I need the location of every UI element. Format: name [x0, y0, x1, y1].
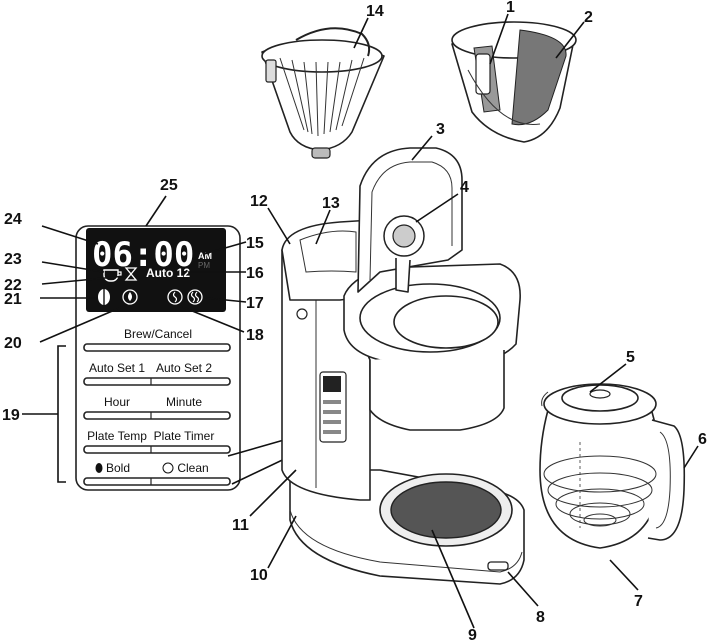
bracket-19	[57, 345, 66, 483]
plate-temp-label: Plate Temp	[87, 429, 147, 443]
callout-21: 21	[4, 291, 22, 308]
callout-24: 24	[4, 211, 22, 228]
callout-11: 11	[232, 517, 249, 534]
callout-3: 3	[436, 121, 445, 138]
plate-timer-label: Plate Timer	[154, 429, 215, 443]
brew-cancel-label: Brew/Cancel	[124, 327, 192, 341]
callout-22: 22	[4, 277, 22, 294]
callout-20: 20	[4, 335, 22, 352]
callout-2: 2	[584, 9, 593, 26]
clean-icon	[162, 462, 174, 474]
callout-10: 10	[250, 567, 268, 584]
hourglass-icon	[124, 267, 138, 281]
callout-9: 9	[468, 627, 477, 644]
auto-label: Auto 12	[146, 266, 190, 280]
plate-button[interactable]	[83, 445, 231, 454]
clean-drop-icon	[122, 289, 138, 305]
coffee-maker-body	[281, 147, 525, 585]
power-switch-shape	[487, 561, 509, 571]
auto-set-1-label: Auto Set 1	[89, 361, 145, 375]
callout-17: 17	[246, 295, 264, 312]
carafe-handle-shape	[647, 419, 686, 541]
hour-minute-button[interactable]	[83, 411, 231, 420]
carafe-icon	[103, 269, 122, 282]
callout-25: 25	[160, 177, 178, 194]
carafe	[539, 383, 686, 549]
callout-14: 14	[366, 3, 384, 20]
callout-8: 8	[536, 609, 545, 626]
callout-7: 7	[634, 593, 643, 610]
bold-clean-button[interactable]	[83, 477, 231, 486]
minute-label: Minute	[166, 395, 202, 409]
callout-6: 6	[698, 431, 707, 448]
pm-label: PM	[198, 261, 210, 270]
callout-5: 5	[626, 349, 635, 366]
heat-high-icon	[187, 289, 203, 305]
bold-label: Bold	[106, 461, 130, 475]
control-panel-inset: 06:00 AM PM Auto 12 Brew/Can	[75, 225, 317, 491]
brew-cancel-button[interactable]	[83, 343, 231, 352]
flat-bottom-basket	[261, 27, 385, 159]
callout-15: 15	[246, 235, 264, 252]
callout-16: 16	[246, 265, 264, 282]
clock-digits: 06:00	[92, 235, 194, 275]
callout-12: 12	[250, 193, 268, 210]
clean-label: Clean	[177, 461, 208, 475]
callout-4: 4	[460, 179, 469, 196]
auto-set-2-label: Auto Set 2	[156, 361, 212, 375]
callout-1: 1	[506, 0, 515, 16]
callout-13: 13	[322, 195, 340, 212]
callout-23: 23	[4, 251, 22, 268]
callout-18: 18	[246, 327, 264, 344]
hour-label: Hour	[104, 395, 130, 409]
heat-low-icon	[167, 289, 183, 305]
cone-filter-basket	[451, 21, 577, 143]
carafe-body	[539, 409, 661, 549]
bean-icon	[98, 289, 110, 305]
leader-lines	[39, 13, 699, 629]
auto-set-button[interactable]	[83, 377, 231, 386]
bold-bean-icon	[95, 463, 103, 473]
am-label: AM	[198, 251, 212, 261]
callout-19: 19	[2, 407, 20, 424]
